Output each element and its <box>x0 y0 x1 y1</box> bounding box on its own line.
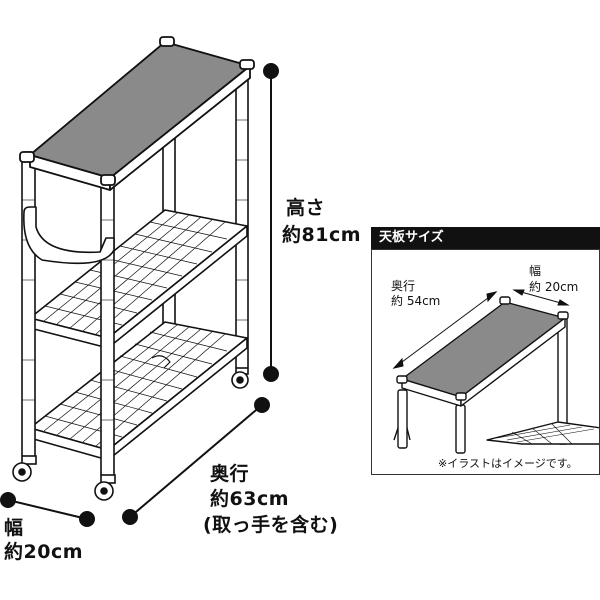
width-value: 約20cm <box>4 541 84 563</box>
inset-front-left-pole <box>397 389 408 449</box>
height-value: 約81cm <box>282 224 362 246</box>
inset-depth-label: 奥行 <box>391 279 416 293</box>
inset-wire-shelf <box>486 421 599 445</box>
bottom-shelf-wires <box>43 324 228 447</box>
middle-wire-shelf <box>29 209 248 349</box>
bottom-wire-shelf <box>29 321 248 461</box>
height-dimension-line <box>263 63 279 382</box>
inset-illustration <box>392 289 599 454</box>
top-board <box>19 36 255 191</box>
casters <box>12 367 249 501</box>
top-board-size-inset: 奥行 約 54cm 幅 約 20cm <box>371 249 600 475</box>
pole-ridges <box>22 119 248 421</box>
caster-front-right <box>94 474 116 501</box>
inset-width-label: 幅 <box>529 264 542 278</box>
rack-frame <box>21 44 249 478</box>
front-left-pole <box>21 151 36 459</box>
width-dimension-line <box>0 492 95 527</box>
depth-value: 約63cm <box>210 488 290 510</box>
inset-depth-value: 約 54cm <box>391 294 441 308</box>
handle <box>23 206 115 265</box>
back-right-pole <box>235 69 249 371</box>
inset-front-right-pole <box>455 404 466 454</box>
width-label: 幅 <box>4 517 24 539</box>
inset-title: 天板サイズ <box>371 227 600 249</box>
depth-dimension-line <box>122 397 270 525</box>
depth-label: 奥行 <box>210 463 250 485</box>
depth-note: (取っ手を含む) <box>203 514 339 536</box>
inset-dimension-lines <box>392 289 570 369</box>
inset-depth-line <box>392 291 498 369</box>
caster-front-left <box>12 455 37 482</box>
dimension-lines <box>0 63 279 527</box>
height-label: 高さ <box>286 197 326 219</box>
caster-back-right <box>231 367 249 389</box>
illustration-note: ※イラストはイメージです。 <box>438 457 578 470</box>
inset-width-value: 約 20cm <box>529 280 579 294</box>
inset-width-line <box>512 289 570 306</box>
